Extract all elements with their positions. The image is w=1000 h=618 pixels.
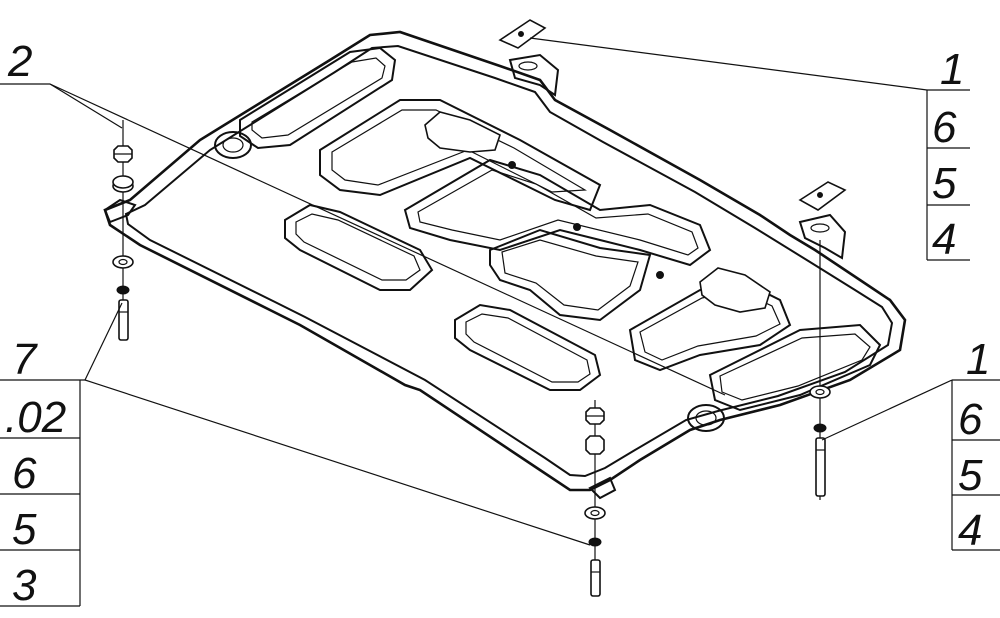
lock-washer-left — [116, 285, 130, 295]
washer-left — [112, 255, 134, 269]
skid-plate — [103, 19, 907, 500]
fastener-stack-right — [809, 240, 831, 500]
drain-hole-lower — [699, 267, 771, 313]
callout-label: .02 — [5, 393, 66, 442]
drain-hole-upper — [424, 111, 501, 153]
fastener-stack-left — [112, 120, 134, 341]
bolt-bottom — [590, 559, 601, 597]
top-bracket — [498, 19, 560, 97]
lock-washer-right — [813, 423, 827, 433]
callout-label: 1 — [940, 45, 964, 94]
washer-right — [809, 385, 831, 399]
callout-label: 7 — [12, 335, 38, 384]
callout-label: 6 — [932, 103, 957, 152]
callout-label: 2 — [7, 37, 32, 86]
fastener-stack-bottom — [584, 400, 606, 597]
callout-bottom-right: 1 6 5 4 — [951, 335, 1000, 555]
callout-bottom-left: 7 .02 6 5 3 — [0, 335, 85, 610]
bolt-left — [118, 299, 129, 341]
callout-label: 6 — [958, 395, 983, 444]
small-hole — [656, 271, 664, 279]
callout-label: 5 — [12, 505, 37, 554]
callout-label: 1 — [966, 335, 990, 384]
plate-inner-rim — [124, 44, 894, 478]
small-hole — [508, 161, 516, 169]
callout-top-left: 2 — [0, 37, 50, 86]
nut-bottom — [585, 407, 605, 425]
callout-label: 5 — [958, 451, 983, 500]
mount-boss-bottom — [687, 404, 725, 432]
leader-lines — [49, 37, 953, 546]
callout-label: 4 — [932, 215, 956, 264]
mount-tab-bottom — [588, 476, 617, 500]
small-hole — [573, 223, 581, 231]
plate-ribs — [239, 46, 882, 412]
callout-top-right: 1 6 5 4 — [926, 45, 970, 264]
callout-label: 3 — [12, 561, 37, 610]
spacer-left — [112, 175, 134, 193]
right-bracket — [798, 181, 847, 260]
lock-washer-bottom — [588, 537, 602, 547]
callout-label: 6 — [12, 449, 37, 498]
callout-label: 5 — [932, 159, 957, 208]
plate-outline — [103, 30, 907, 492]
spacer-bottom — [585, 435, 605, 455]
bolt-right — [815, 437, 826, 497]
washer-bottom — [584, 506, 606, 520]
mount-boss-left — [214, 131, 252, 159]
callout-label: 4 — [958, 506, 982, 555]
mount-tab-left — [103, 198, 137, 224]
nut-left — [113, 145, 133, 163]
